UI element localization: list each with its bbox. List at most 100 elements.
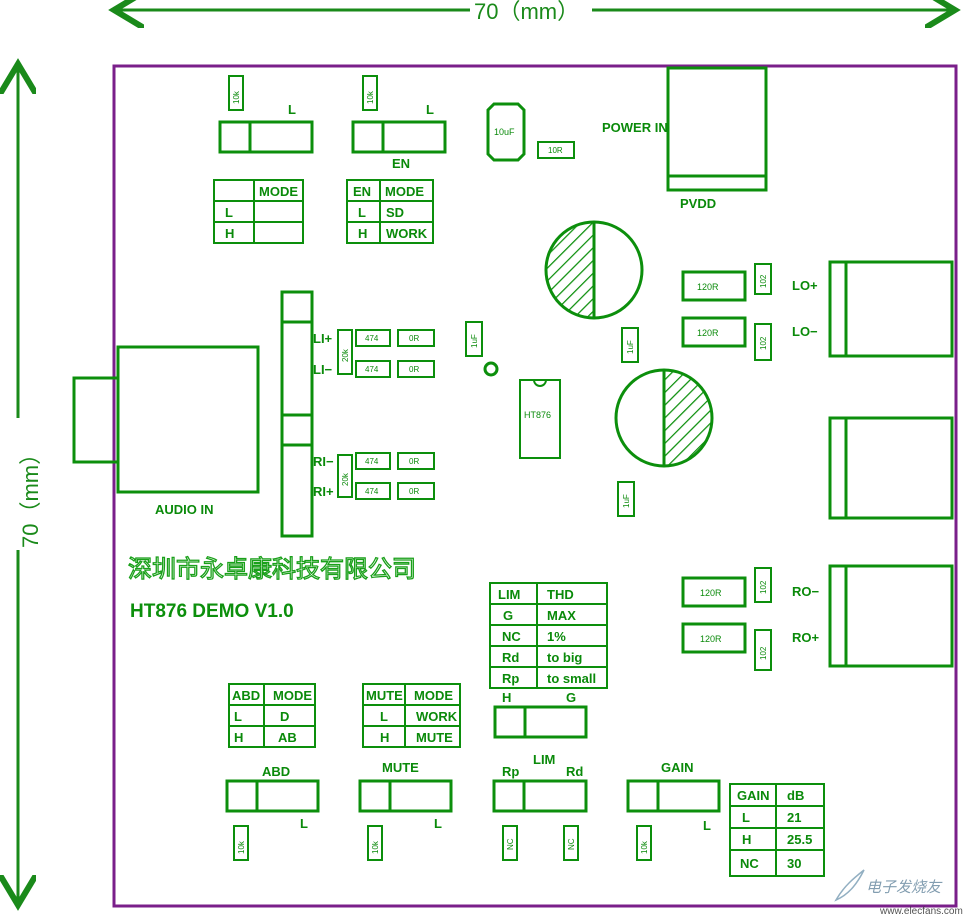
height-dimension: 70（mm） <box>18 64 43 905</box>
c102-label-4: 102 <box>759 646 768 660</box>
nc-label-2: NC <box>567 838 576 850</box>
c474-label-2: 474 <box>365 365 379 374</box>
lim-t-40: Rp <box>502 671 519 686</box>
r120r-label-1: 120R <box>697 282 719 292</box>
res-10r: 10R <box>537 141 575 159</box>
en-jumper <box>351 120 447 154</box>
lim-g-label: G <box>566 690 576 705</box>
lo-filter-components: 120R 102 120R 102 <box>681 263 772 361</box>
mode-table-hh: H <box>225 226 234 241</box>
en-table: EN MODE L SD H WORK <box>346 179 434 244</box>
abd-l-label: L <box>300 816 308 831</box>
c1uf-label-2: 1uF <box>626 340 635 354</box>
mute-t-21: MUTE <box>416 730 453 745</box>
lim-h-label: H <box>502 690 511 705</box>
right-input-components: 20k 474 0R 474 0R <box>337 452 435 500</box>
c1uf-label-1: 1uF <box>470 334 479 348</box>
watermark: 电子发烧友 www.elecfans.com <box>834 869 963 917</box>
mode-table-l: L <box>225 205 233 220</box>
c102-label-3: 102 <box>759 580 768 594</box>
lim-t-30: Rd <box>502 650 519 665</box>
watermark-url: www.elecfans.com <box>879 906 963 917</box>
r120r-label-3: 120R <box>700 588 722 598</box>
gain-t-31: 30 <box>787 856 801 871</box>
watermark-logo-icon <box>834 869 865 902</box>
gain-t-20: H <box>742 832 751 847</box>
audio-in-label: AUDIO IN <box>155 502 214 517</box>
en-label: EN <box>392 156 410 171</box>
ro-minus-label: RO− <box>792 584 820 599</box>
c474-label-4: 474 <box>365 487 379 496</box>
en-table-work: WORK <box>386 226 428 241</box>
mute-t-10: L <box>380 709 388 724</box>
r0r-label-3: 0R <box>409 457 419 466</box>
lim-t-21: 1% <box>547 629 566 644</box>
mode-table-h: MODE <box>259 184 298 199</box>
nc-label-1: NC <box>506 838 515 850</box>
abd-jumper <box>225 779 320 813</box>
mode-table: MODE L H <box>213 179 304 244</box>
mute-t-20: H <box>380 730 389 745</box>
c102-label-2: 102 <box>759 336 768 350</box>
lo-minus-label: LO− <box>792 324 818 339</box>
bottom-resistors: 10k 10k NC NC 10k <box>233 825 652 861</box>
abd-table: ABD MODE L D H AB <box>228 683 316 748</box>
gain-t-01: dB <box>787 788 804 803</box>
gain-label: GAIN <box>661 760 694 775</box>
lo-output-connector <box>828 260 954 358</box>
c10uf-label: 10uF <box>494 127 515 137</box>
ro-filter-components: 120R 102 120R 102 <box>681 567 772 671</box>
electrolytic-cap-2 <box>614 368 714 468</box>
abd-t-10: L <box>234 709 242 724</box>
mute-l-label: L <box>434 816 442 831</box>
width-dimension: 70（mm） <box>114 0 955 24</box>
lim-t-00: LIM <box>498 587 520 602</box>
rd-label: Rd <box>566 764 583 779</box>
r10r-label: 10R <box>548 146 563 155</box>
abd-t-00: ABD <box>232 688 260 703</box>
ro-plus-label: RO+ <box>792 630 820 645</box>
mute-t-01: MODE <box>414 688 453 703</box>
gain-table: GAIN dB L 21 H 25.5 NC 30 <box>729 783 825 877</box>
cap-1uf-2: 1uF <box>621 327 639 363</box>
li-plus-label: LI+ <box>313 331 333 346</box>
c474-label-3: 474 <box>365 457 379 466</box>
r0r-label-1: 0R <box>409 334 419 343</box>
en-table-sd: SD <box>386 205 404 220</box>
board-name: HT876 DEMO V1.0 <box>130 601 294 622</box>
ri-minus-label: RI− <box>313 454 334 469</box>
en-table-mode: MODE <box>385 184 424 199</box>
abd-t-20: H <box>234 730 243 745</box>
en-l-label: L <box>426 102 434 117</box>
power-in-connector: POWER IN PVDD <box>602 66 768 211</box>
lim-t-31: to big <box>547 650 582 665</box>
height-label: 70（mm） <box>18 443 43 548</box>
mute-table: MUTE MODE L WORK H MUTE <box>362 683 461 748</box>
en-table-en: EN <box>353 184 371 199</box>
li-minus-label: LI− <box>313 362 333 377</box>
r10k-label-1: 10k <box>232 90 241 104</box>
en-table-h: H <box>358 226 367 241</box>
pin1-marker <box>483 361 499 377</box>
audio-in-jack: AUDIO IN <box>72 345 260 517</box>
abd-t-01: MODE <box>273 688 312 703</box>
ro-output-connector <box>828 564 954 668</box>
gain-t-00: GAIN <box>737 788 770 803</box>
en-table-l: L <box>358 205 366 220</box>
r0r-label-4: 0R <box>409 487 419 496</box>
cap-1uf-3: 1uF <box>617 481 635 517</box>
gain-t-30: NC <box>740 856 759 871</box>
r0r-label-2: 0R <box>409 365 419 374</box>
gain-jumper <box>626 779 721 813</box>
lim-table: LIM THD G MAX NC 1% Rd to big Rp to smal… <box>489 582 608 689</box>
r10k-label-2: 10k <box>366 90 375 104</box>
c474-label-1: 474 <box>365 334 379 343</box>
left-input-components: 20k 474 0R 474 0R <box>337 329 435 378</box>
r10k-label-5: 10k <box>640 840 649 854</box>
lo-plus-label: LO+ <box>792 278 818 293</box>
cap-1uf-1: 1uF <box>465 321 483 357</box>
lim-t-10: G <box>503 608 513 623</box>
input-connector-strip <box>280 290 314 538</box>
lim-t-01: THD <box>547 587 574 602</box>
